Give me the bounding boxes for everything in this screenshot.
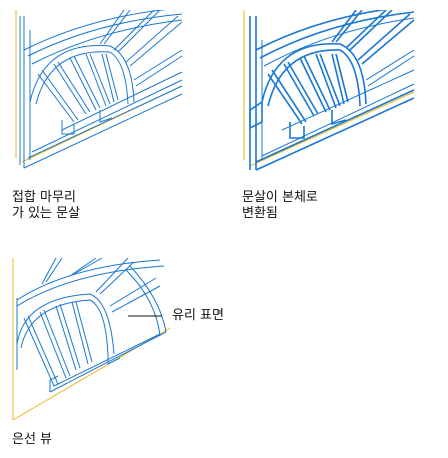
panel-hidden-line (10, 258, 182, 424)
callout-leader-line (128, 315, 162, 317)
mullion-to-body-drawing (243, 10, 415, 171)
glass-surface-label: 유리 표면 (172, 308, 224, 323)
joint-finish-drawing (15, 10, 183, 169)
caption-joint-finish-line-1: 접합 마무리 (12, 190, 76, 205)
panel-mullion-to-body (242, 10, 418, 172)
caption-hidden-line-line-1: 은선 뷰 (12, 432, 53, 447)
caption-joint-finish: 접합 마무리 가 있는 문살 (12, 190, 80, 222)
panel-joint-finish (14, 10, 186, 172)
caption-mullion-to-body-line-1: 문살이 본체로 (242, 190, 318, 205)
caption-mullion-to-body-line-2: 변환됨 (242, 206, 278, 221)
caption-mullion-to-body: 문살이 본체로 변환됨 (242, 190, 318, 222)
caption-hidden-line: 은선 뷰 (12, 432, 52, 448)
caption-joint-finish-line-2: 가 있는 문살 (12, 206, 81, 221)
hidden-line-drawing (12, 258, 171, 421)
